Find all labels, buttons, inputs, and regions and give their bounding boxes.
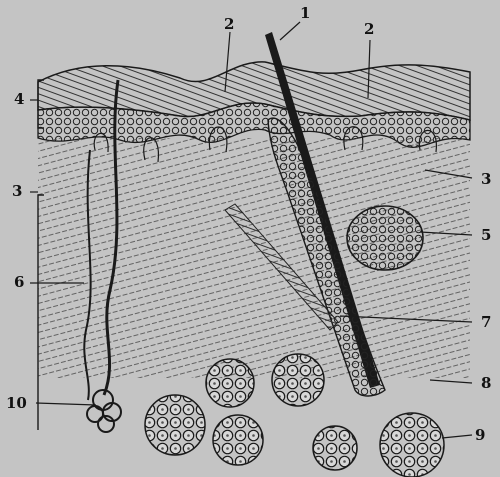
- label-4: 4: [14, 92, 24, 107]
- sweat-gland-coil: [87, 390, 121, 432]
- label-3-left: 3: [12, 184, 22, 199]
- sebaceous-gland: [347, 206, 423, 270]
- label-2-right: 2: [364, 22, 374, 37]
- label-7: 7: [481, 315, 491, 330]
- label-9: 9: [475, 428, 485, 443]
- label-8: 8: [481, 376, 491, 391]
- label-1-hair: 1: [300, 6, 310, 21]
- label-3-right: 3: [481, 172, 491, 187]
- label-10: 10: [6, 396, 27, 411]
- label-2-left: 2: [224, 17, 234, 32]
- label-5: 5: [481, 228, 491, 243]
- label-6: 6: [14, 275, 24, 290]
